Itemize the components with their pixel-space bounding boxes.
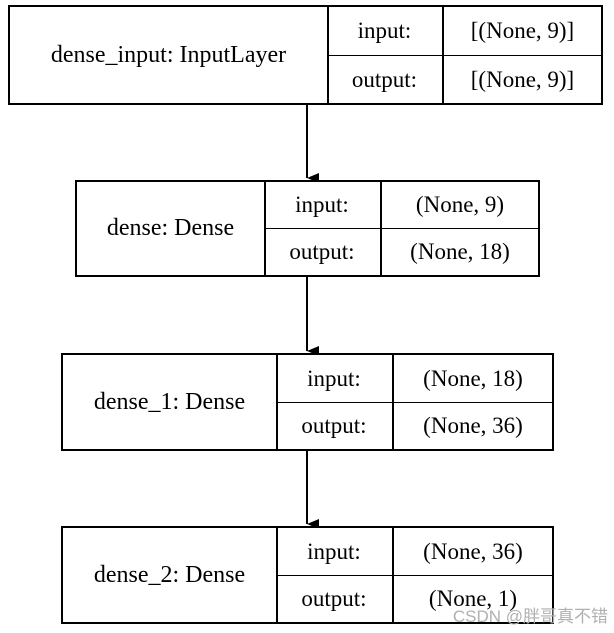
input-label: input: <box>327 7 444 56</box>
output-shape: (None, 1) <box>394 575 552 622</box>
output-label: output: <box>276 402 394 449</box>
watermark-text: CSDN @胖哥真不错 <box>452 607 608 626</box>
input-label: input: <box>264 182 382 229</box>
output-shape: (None, 18) <box>382 228 538 275</box>
output-label: output: <box>276 575 394 622</box>
output-shape: (None, 36) <box>394 402 552 449</box>
output-label: output: <box>327 55 444 103</box>
input-label: input: <box>276 355 394 403</box>
input-shape: (None, 36) <box>394 528 552 576</box>
input-shape: (None, 18) <box>394 355 552 403</box>
layer-name: dense_1: Dense <box>63 355 278 449</box>
output-label: output: <box>264 228 382 275</box>
layer-name: dense_2: Dense <box>63 528 278 622</box>
layer-node-dense-2: dense_2: Dense input: (None, 36) output:… <box>61 526 554 624</box>
input-shape: (None, 9) <box>382 182 538 229</box>
layer-node-dense-1: dense_1: Dense input: (None, 18) output:… <box>61 353 554 451</box>
layer-name: dense_input: InputLayer <box>10 7 329 103</box>
output-shape: [(None, 9)] <box>444 55 601 103</box>
layer-node-dense: dense: Dense input: (None, 9) output: (N… <box>75 180 540 277</box>
input-shape: [(None, 9)] <box>444 7 601 56</box>
layer-node-dense-input: dense_input: InputLayer input: [(None, 9… <box>8 5 603 105</box>
input-label: input: <box>276 528 394 576</box>
layer-name: dense: Dense <box>77 182 266 275</box>
